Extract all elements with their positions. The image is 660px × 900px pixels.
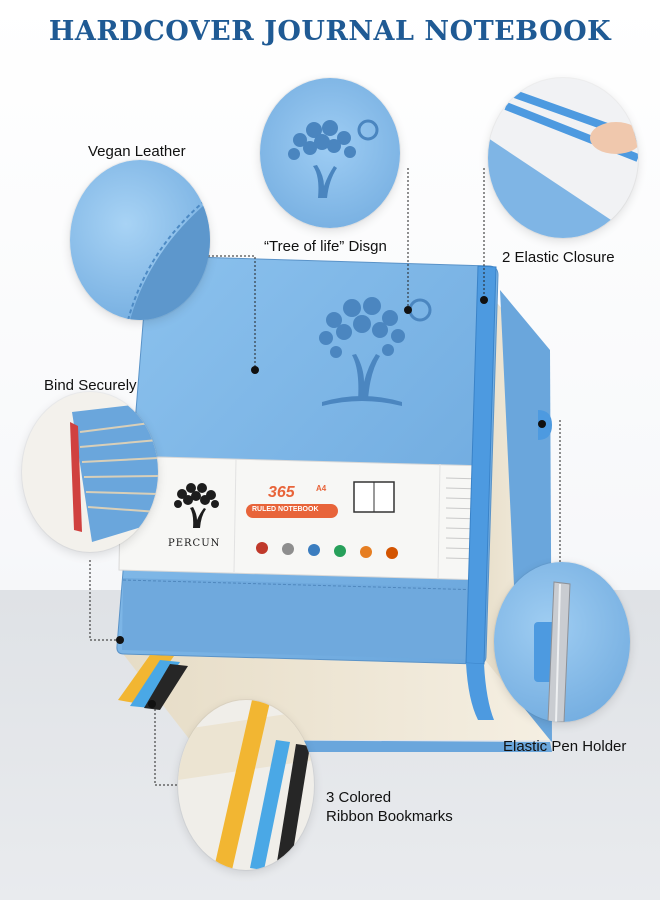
ribbon-black [144,664,188,710]
elastic-closure-label: 2 Elastic Closure [502,249,615,266]
brand-tree-icon [174,483,219,528]
bind-securely-detail [22,392,158,552]
leader-dot-leather [251,366,259,374]
tree-of-life-detail [260,78,400,228]
leader-dot-tree [404,306,412,314]
leader-dot-elastic [480,296,488,304]
page-title: HARDCOVER JOURNAL NOTEBOOK [48,16,612,47]
leader-dot-pen [538,420,546,428]
ribbon-bookmarks-label: 3 Colored Ribbon Bookmarks [326,788,453,826]
band-badge [246,504,338,518]
cover-lower-panel [122,578,484,660]
ribbon-bookmarks-detail [178,700,314,870]
brand-name: PERCUN [168,538,221,549]
tree-of-life-label: “Tree of life” Disgn [264,238,387,255]
vegan-leather-detail [70,160,210,320]
leader-dot-bind [116,636,124,644]
embossed-tree-icon [319,297,432,406]
leader-lines [89,168,561,786]
size-label: A4 [316,484,327,493]
pen-holder-detail [494,562,630,722]
notebook-type: RULED NOTEBOOK [252,506,319,513]
ribbon-bookmarks-line2: Ribbon Bookmarks [326,808,453,825]
band-feature-icons [256,542,398,559]
leader-dot-ribbons [148,700,156,708]
vegan-leather-label: Vegan Leather [88,143,186,160]
pen-holder-label: Elastic Pen Holder [503,738,627,755]
page-count: 365 [268,484,295,501]
bind-securely-label: Bind Securely [44,377,137,394]
ribbon-bookmarks-line1: 3 Colored [326,789,392,806]
elastic-closure-detail [488,78,638,238]
